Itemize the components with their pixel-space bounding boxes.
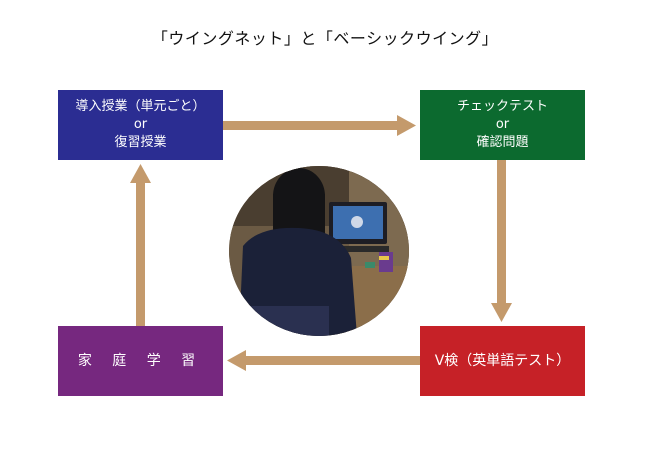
node-check-test: チェックテスト or 確認問題 bbox=[420, 90, 585, 160]
arrow-right-top bbox=[223, 115, 416, 136]
student-at-computer-photo bbox=[229, 166, 409, 336]
node-v-test-label: V検（英単語テスト） bbox=[434, 353, 571, 369]
student-photo-illustration bbox=[229, 166, 409, 336]
arrow-up-left bbox=[130, 164, 151, 326]
node-v-test: V検（英単語テスト） bbox=[420, 326, 585, 396]
node-introduction-line1: 導入授業（単元ごと） bbox=[75, 99, 206, 114]
node-check-test-line2: or bbox=[495, 117, 510, 132]
node-introduction-lesson: 導入授業（単元ごと） or 復習授業 bbox=[58, 90, 223, 160]
arrow-down-right bbox=[491, 160, 512, 322]
node-introduction-line3: 復習授業 bbox=[114, 135, 167, 150]
arrow-left-bottom bbox=[227, 350, 420, 371]
diagram-title: 「ウイングネット」と「ベーシックウイング」 bbox=[151, 29, 499, 48]
node-home-study-label: 家 庭 学 習 bbox=[77, 353, 204, 369]
node-check-test-line1: チェックテスト bbox=[456, 99, 548, 114]
node-home-study: 家 庭 学 習 bbox=[58, 326, 223, 396]
node-check-test-line3: 確認問題 bbox=[476, 135, 529, 150]
node-introduction-line2: or bbox=[133, 117, 148, 132]
